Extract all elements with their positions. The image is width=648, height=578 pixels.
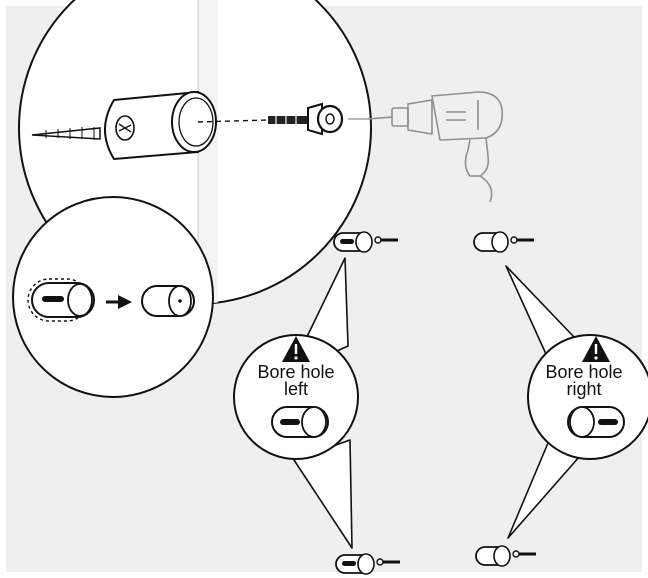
callout-circle-left [233, 334, 359, 460]
bore-hole-right-line2: right [566, 379, 602, 399]
lock-screw-icon-top-left [333, 231, 398, 253]
lock-screw-icon-top-right [473, 231, 534, 253]
warning-triangle-icon [282, 336, 310, 362]
arrow-right-icon [106, 295, 132, 309]
bore-hole-left-line1: Bore hole [257, 362, 335, 382]
cylinder-lock-icon [141, 285, 195, 317]
drill-icon [367, 91, 503, 203]
bore-hole-right-label: Bore hole right [532, 362, 636, 399]
bore-hole-left-line2: left [283, 379, 308, 399]
cylinder-lock-icon [567, 406, 625, 438]
cylinder-lock-icon [104, 90, 217, 161]
lock-screw-icon-bottom-right [475, 545, 536, 567]
callout-circle-right [527, 334, 648, 460]
screw-icon [268, 102, 368, 136]
screw-icon [31, 127, 101, 140]
magnified-circle-left [12, 196, 214, 398]
axis-line [197, 119, 269, 123]
cylinder-lock-icon [271, 406, 329, 438]
cylinder-lock-icon [27, 278, 95, 322]
warning-triangle-icon [582, 336, 610, 362]
bore-hole-left-label: Bore hole left [238, 362, 354, 399]
lock-screw-icon-bottom-left [335, 553, 400, 575]
bore-hole-right-line1: Bore hole [545, 362, 623, 382]
